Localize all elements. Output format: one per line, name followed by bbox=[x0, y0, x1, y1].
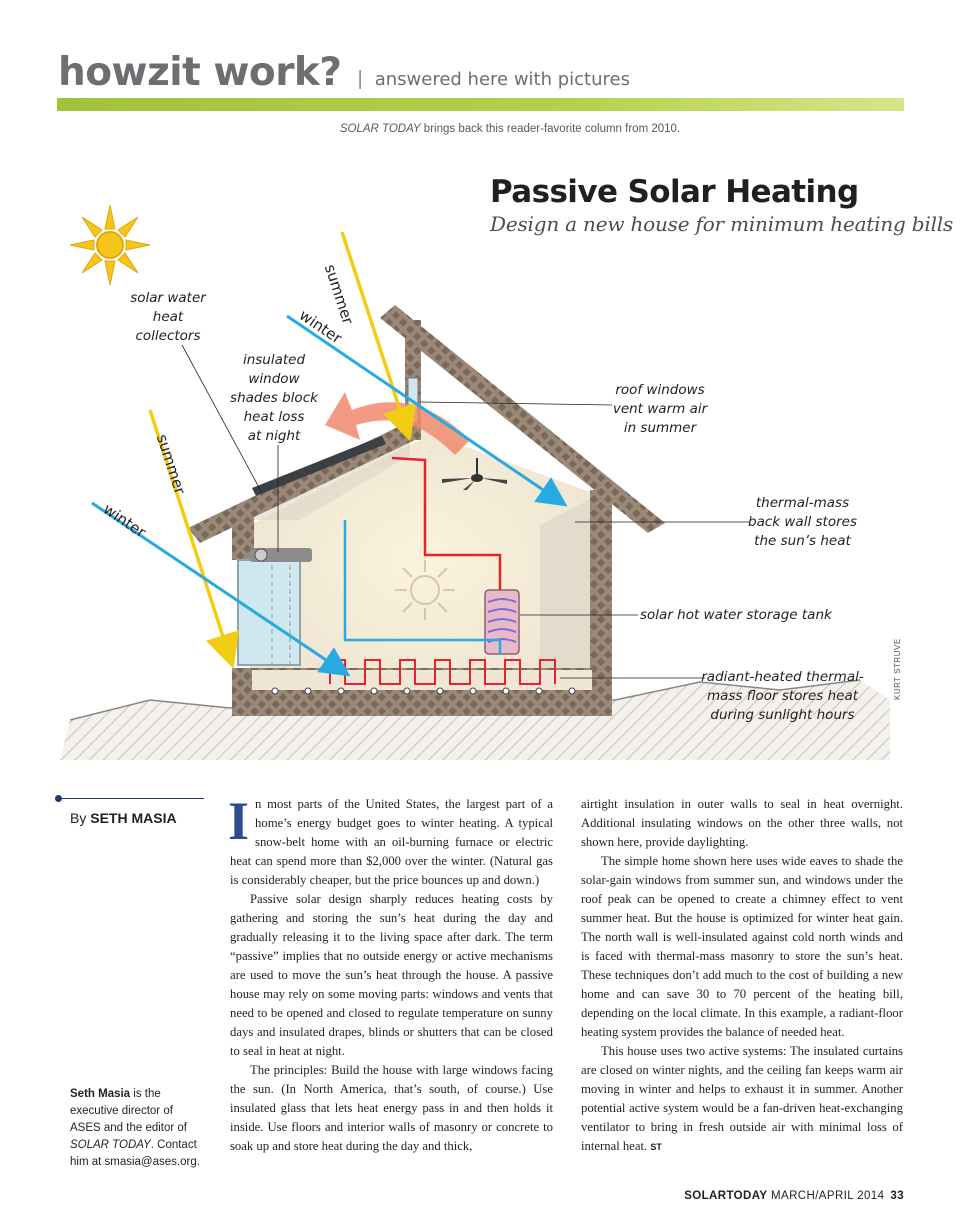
paragraph-2: Passive solar design sharply reduces hea… bbox=[230, 892, 553, 1058]
label-floor: radiant-heated thermal-mass floor stores… bbox=[701, 669, 864, 723]
wall-sun-emblem bbox=[395, 560, 455, 620]
footer-issue: MARCH/APRIL 2014 bbox=[767, 1190, 885, 1202]
cold-pipe bbox=[343, 520, 502, 654]
intro-note: SOLAR TODAY brings back this reader-favo… bbox=[0, 123, 960, 135]
header-rule bbox=[57, 98, 904, 111]
paragraph-5: The simple home shown here uses wide eav… bbox=[581, 854, 903, 1039]
sun-icon bbox=[69, 204, 151, 286]
author-name: SETH MASIA bbox=[90, 810, 177, 826]
illustration-credit: KURT STRUVE bbox=[893, 638, 902, 700]
author-bio: Seth Masia is the executive director of … bbox=[70, 1088, 200, 1168]
paragraph-4: airtight insulation in outer walls to se… bbox=[581, 797, 903, 849]
solar-collector bbox=[252, 436, 386, 496]
label-storage-tank: solar hot water storage tank bbox=[640, 607, 832, 623]
winter-ray-lower bbox=[91, 501, 351, 677]
ground bbox=[60, 680, 890, 760]
column-subtitle: answered here with pictures bbox=[374, 69, 630, 90]
warm-air-arrow bbox=[325, 392, 470, 455]
footer-publication: SOLARTODAY bbox=[684, 1190, 768, 1202]
north-wall bbox=[590, 490, 612, 690]
winter-ray-upper bbox=[286, 314, 568, 507]
kicker-separator: | bbox=[357, 68, 363, 90]
passive-solar-diagram bbox=[60, 204, 890, 760]
byline: By SETH MASIA bbox=[70, 810, 177, 826]
hot-pipe bbox=[391, 456, 502, 590]
north-roof bbox=[380, 305, 665, 533]
paragraph-6: This house uses two active systems: The … bbox=[581, 1044, 903, 1153]
tank-coil bbox=[487, 598, 517, 643]
article-column-2: airtight insulation in outer walls to se… bbox=[581, 795, 903, 1157]
summer-ray-upper bbox=[340, 231, 417, 442]
dropcap: I bbox=[228, 791, 250, 851]
end-mark: ST bbox=[650, 1142, 662, 1152]
column-kicker: howzit work? | answered here with pictur… bbox=[58, 50, 630, 100]
floor-dots bbox=[271, 687, 576, 695]
page-footer: SOLARTODAY MARCH/APRIL 2014 33 bbox=[684, 1190, 904, 1202]
summer-ray-lower bbox=[148, 409, 240, 669]
ceiling-fan bbox=[442, 458, 507, 490]
paragraph-3: The principles: Build the house with lar… bbox=[230, 1063, 553, 1153]
intro-text: brings back this reader-favorite column … bbox=[420, 123, 681, 135]
south-window bbox=[237, 559, 301, 666]
hot-water-tank bbox=[484, 589, 520, 655]
figure-subtitle: Design a new house for minimum heating b… bbox=[490, 212, 954, 236]
intro-publication: SOLAR TODAY bbox=[339, 123, 421, 135]
figure-title: Passive Solar Heating bbox=[490, 174, 859, 210]
leader-collectors bbox=[181, 344, 263, 494]
byline-rule bbox=[58, 798, 204, 799]
floor-loop bbox=[329, 659, 556, 685]
shade-roller bbox=[254, 548, 268, 562]
page-number: 33 bbox=[890, 1190, 904, 1202]
ground-line bbox=[69, 679, 861, 721]
column-title: howzit work? bbox=[58, 50, 342, 95]
right-wall-face bbox=[540, 495, 598, 690]
leader-roof-windows bbox=[419, 401, 613, 406]
